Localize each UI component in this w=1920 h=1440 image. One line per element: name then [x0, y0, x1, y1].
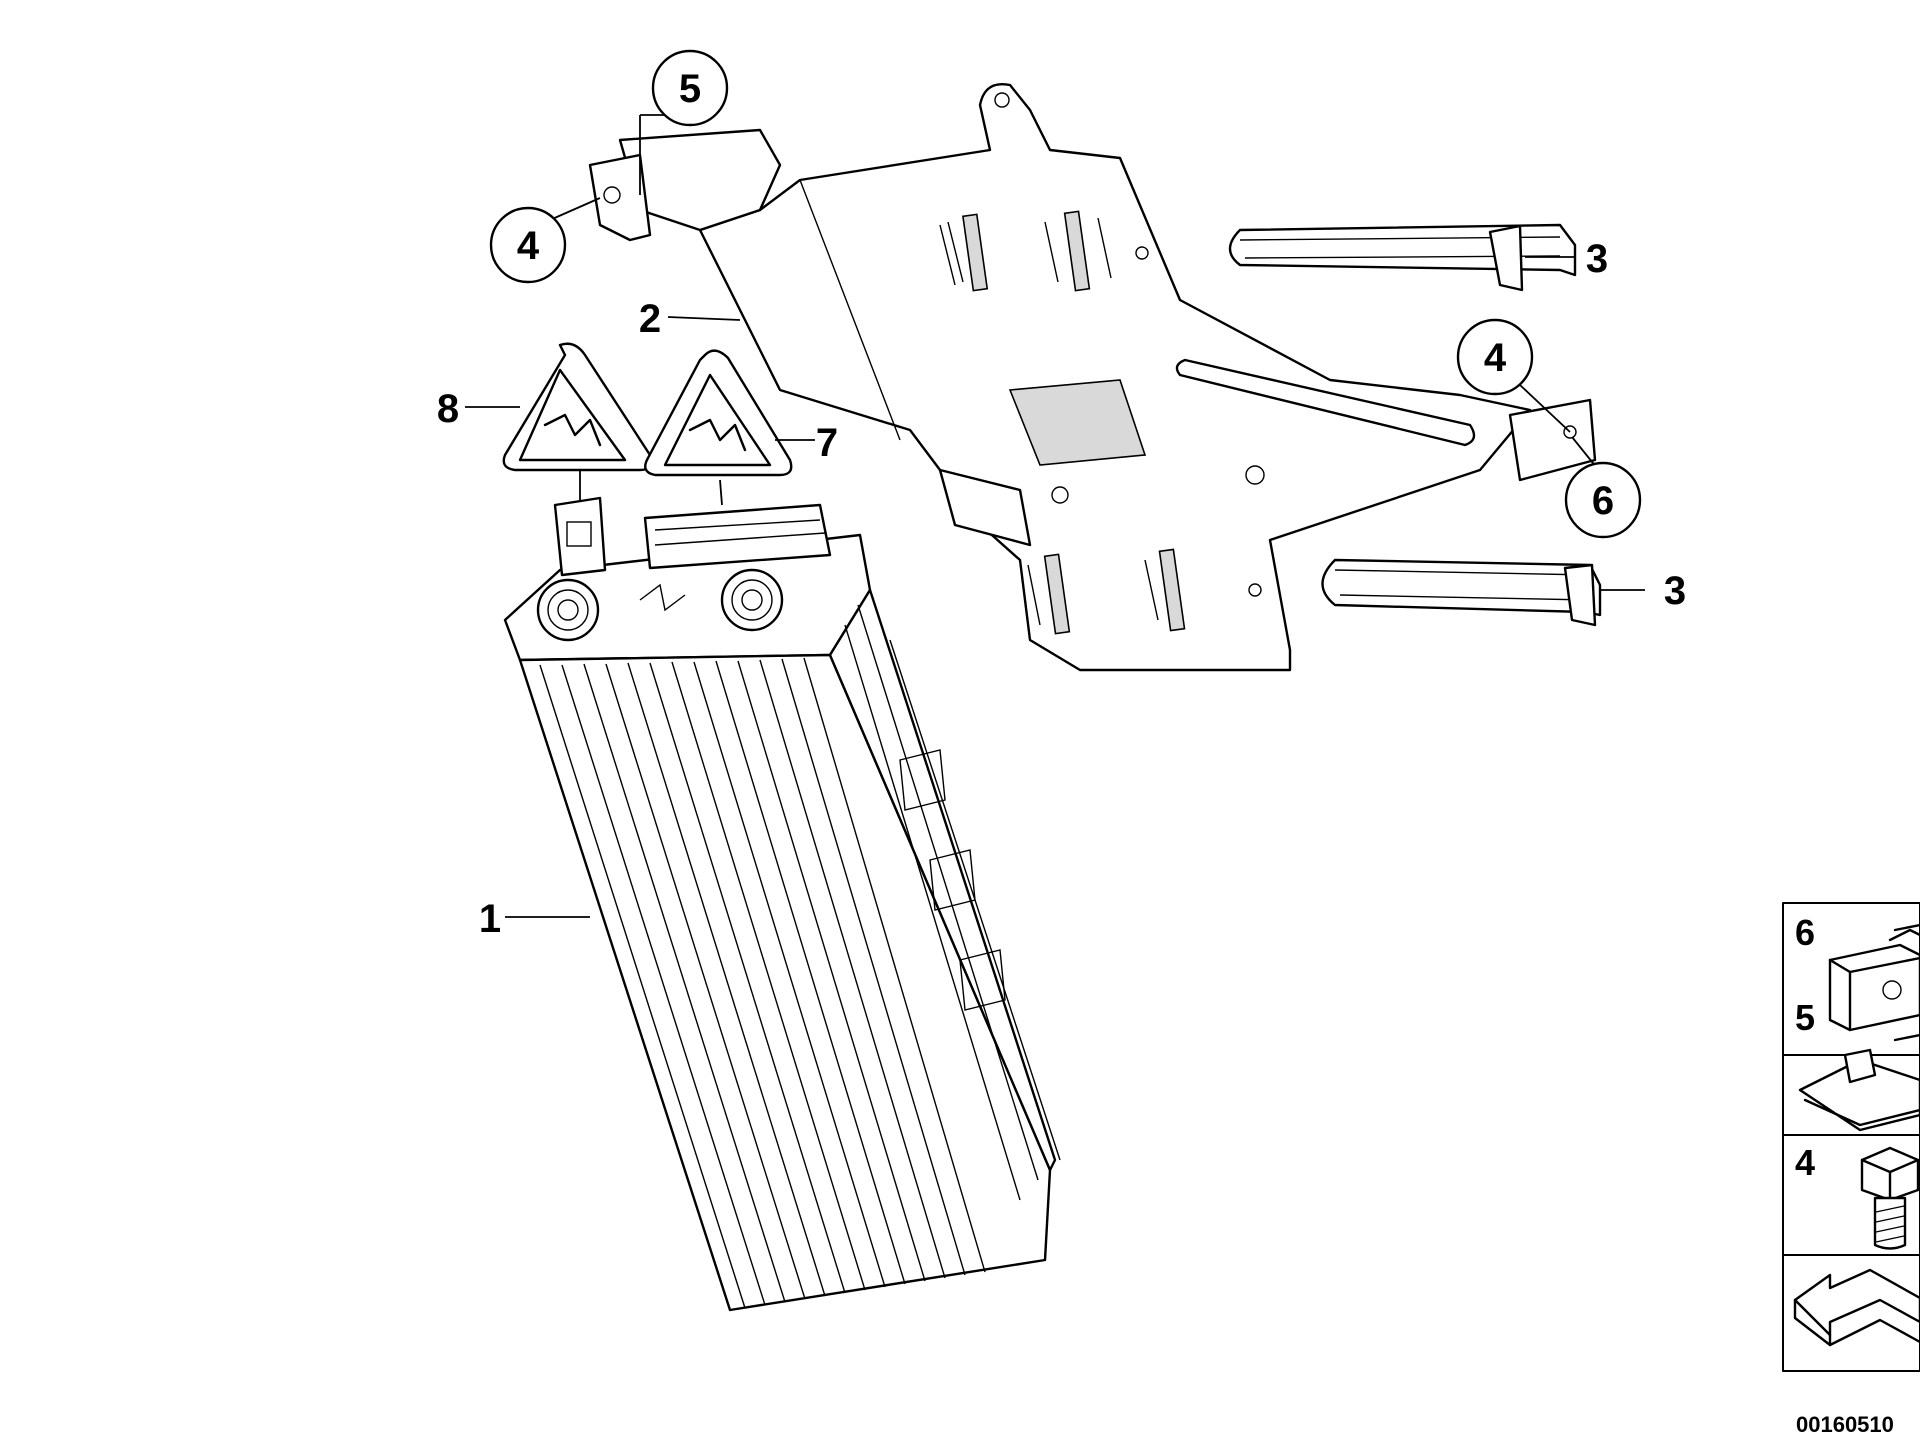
warning-label-8 — [502, 342, 653, 472]
wiring-symbol-icon — [543, 413, 602, 447]
amplifier-fan-left — [536, 578, 600, 642]
callout-6: 6 — [1564, 461, 1642, 539]
connector-small — [553, 496, 607, 577]
bracket-label-pad — [1008, 379, 1147, 466]
amplifier-heatsink-fins — [539, 604, 1039, 1309]
legend-item-symbol — [1793, 1268, 1920, 1347]
callout-label: 3 — [1664, 569, 1686, 613]
warning-label-7 — [644, 349, 793, 477]
callout-label: 4 — [517, 224, 540, 268]
leader-lines — [465, 114, 1645, 918]
callout-label: 2 — [639, 297, 661, 341]
fastener-legend: 6 5 4 — [1782, 902, 1920, 1372]
callout-label: 6 — [1592, 479, 1614, 523]
callout-2: 2 — [639, 297, 661, 341]
clip-nut-icon — [1828, 923, 1920, 1032]
callout-7: 7 — [816, 421, 838, 465]
amplifier-fan-right — [720, 568, 784, 632]
amplifier-logo — [639, 583, 686, 612]
wiring-symbol-icon — [688, 418, 747, 452]
legend-label: 6 — [1795, 912, 1815, 953]
callout-5: 5 — [651, 49, 729, 127]
callout-label: 8 — [437, 387, 459, 431]
hex-bolt-icon — [1860, 1146, 1920, 1250]
legend-item-5: 5 — [1795, 997, 1920, 1132]
bracket-long-slot — [1175, 358, 1476, 447]
callout-4-left: 4 — [489, 206, 567, 284]
callout-3-upper: 3 — [1586, 237, 1608, 281]
connector-large — [643, 503, 832, 570]
callout-3-lower: 3 — [1664, 569, 1686, 613]
arrow-symbol-icon — [1793, 1268, 1920, 1347]
callout-label: 5 — [679, 67, 701, 111]
strap-lower — [1321, 558, 1602, 627]
callout-circle — [1564, 461, 1642, 539]
callout-4-right: 4 — [1456, 318, 1534, 396]
callout-1: 1 — [479, 897, 501, 941]
cage-nut-icon — [1798, 1033, 1920, 1132]
legend-label: 5 — [1795, 997, 1815, 1038]
bracket-vent-slots — [939, 210, 1186, 635]
strap-upper — [1228, 223, 1577, 292]
mounting-bracket — [588, 83, 1597, 672]
legend-item-6: 6 — [1795, 912, 1920, 1032]
amplifier-unit — [503, 496, 1061, 1312]
legend-item-4: 4 — [1795, 1142, 1920, 1250]
legend-label: 4 — [1795, 1142, 1815, 1183]
callout-circle — [651, 49, 729, 127]
callout-label: 3 — [1586, 237, 1608, 281]
diagram-code: 00160510 — [1796, 1412, 1894, 1437]
callout-label: 7 — [816, 421, 838, 465]
callout-circle — [489, 206, 567, 284]
callout-label: 4 — [1484, 336, 1507, 380]
callout-label: 1 — [479, 897, 501, 941]
callout-circle — [1456, 318, 1534, 396]
callout-8: 8 — [437, 387, 459, 431]
